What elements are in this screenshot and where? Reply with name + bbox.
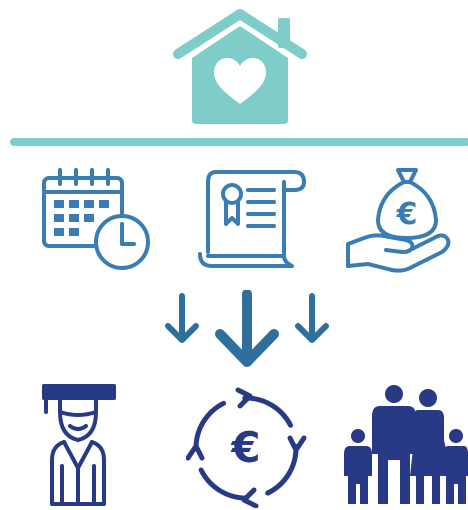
family-icon (344, 384, 468, 508)
divider (10, 138, 468, 146)
euro-cycle-icon: € (186, 382, 312, 508)
calendar-clock-icon (38, 168, 154, 272)
certificate-scroll-icon (196, 166, 308, 274)
hand-money-bag-icon: € (344, 164, 462, 276)
euro-symbol: € (230, 423, 260, 472)
house-heart-icon (170, 8, 310, 128)
down-arrows-icon (162, 290, 332, 374)
euro-symbol: € (396, 197, 418, 232)
graduate-icon (40, 382, 128, 508)
